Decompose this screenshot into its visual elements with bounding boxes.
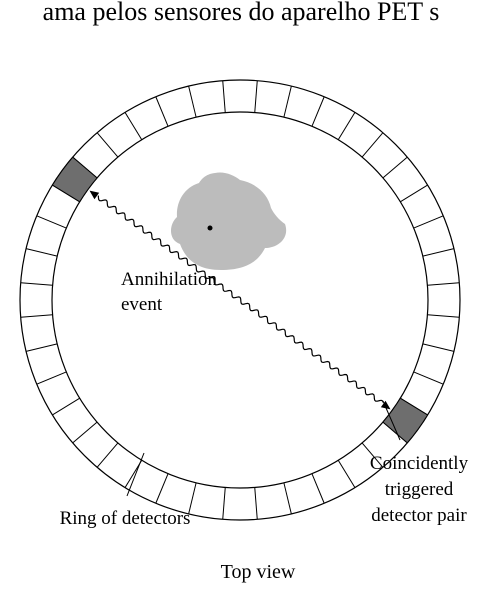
detector-divider	[21, 315, 53, 318]
detector-divider	[423, 249, 454, 256]
detector-divider	[37, 372, 67, 384]
detector-pair-label-line2: triggered	[385, 479, 454, 500]
detector-divider	[255, 81, 258, 113]
header-text: ama pelos sensores do aparelho PET s	[43, 0, 440, 26]
detector-pair-label-line3: detector pair	[371, 505, 467, 526]
detector-divider	[21, 283, 53, 286]
detector-divider	[338, 112, 355, 139]
view-caption: Top view	[221, 561, 296, 583]
detector-divider	[189, 86, 196, 117]
detector-divider	[156, 474, 168, 504]
detector-divider	[423, 344, 454, 351]
patient-head	[171, 172, 286, 270]
detector-divider	[255, 487, 258, 519]
annihilation-label-line2: event	[121, 294, 163, 315]
detector-divider	[312, 97, 324, 127]
triggered-detector-lower	[383, 398, 428, 443]
ring-leader-line	[127, 453, 144, 496]
detector-divider	[97, 133, 118, 157]
detector-divider	[284, 86, 291, 117]
detector-divider	[73, 422, 97, 443]
detector-divider	[414, 216, 444, 228]
detector-divider	[427, 315, 459, 318]
detector-divider	[414, 372, 444, 384]
detector-divider	[156, 97, 168, 127]
triggered-detector-upper	[52, 157, 97, 202]
detector-divider	[362, 133, 383, 157]
detector-divider	[284, 483, 291, 514]
detector-divider	[52, 398, 79, 415]
detector-divider	[338, 460, 355, 487]
detector-divider	[400, 185, 427, 202]
ring-label: Ring of detectors	[60, 508, 191, 529]
detector-divider	[383, 157, 407, 178]
arrowhead-upper	[90, 191, 100, 200]
detector-pair-label-line1: Coincidently	[370, 453, 469, 474]
detector-divider	[427, 283, 459, 286]
annihilation-point	[208, 226, 213, 231]
annihilation-label-line1: Annihilation	[121, 269, 218, 290]
ring-inner-edge	[52, 112, 428, 488]
detector-divider	[37, 216, 67, 228]
detector-divider	[125, 112, 142, 139]
detector-divider	[223, 487, 226, 519]
detector-divider	[26, 344, 57, 351]
detector-divider	[26, 249, 57, 256]
detector-divider	[97, 443, 118, 467]
detector-divider	[312, 474, 324, 504]
detector-divider	[223, 81, 226, 113]
